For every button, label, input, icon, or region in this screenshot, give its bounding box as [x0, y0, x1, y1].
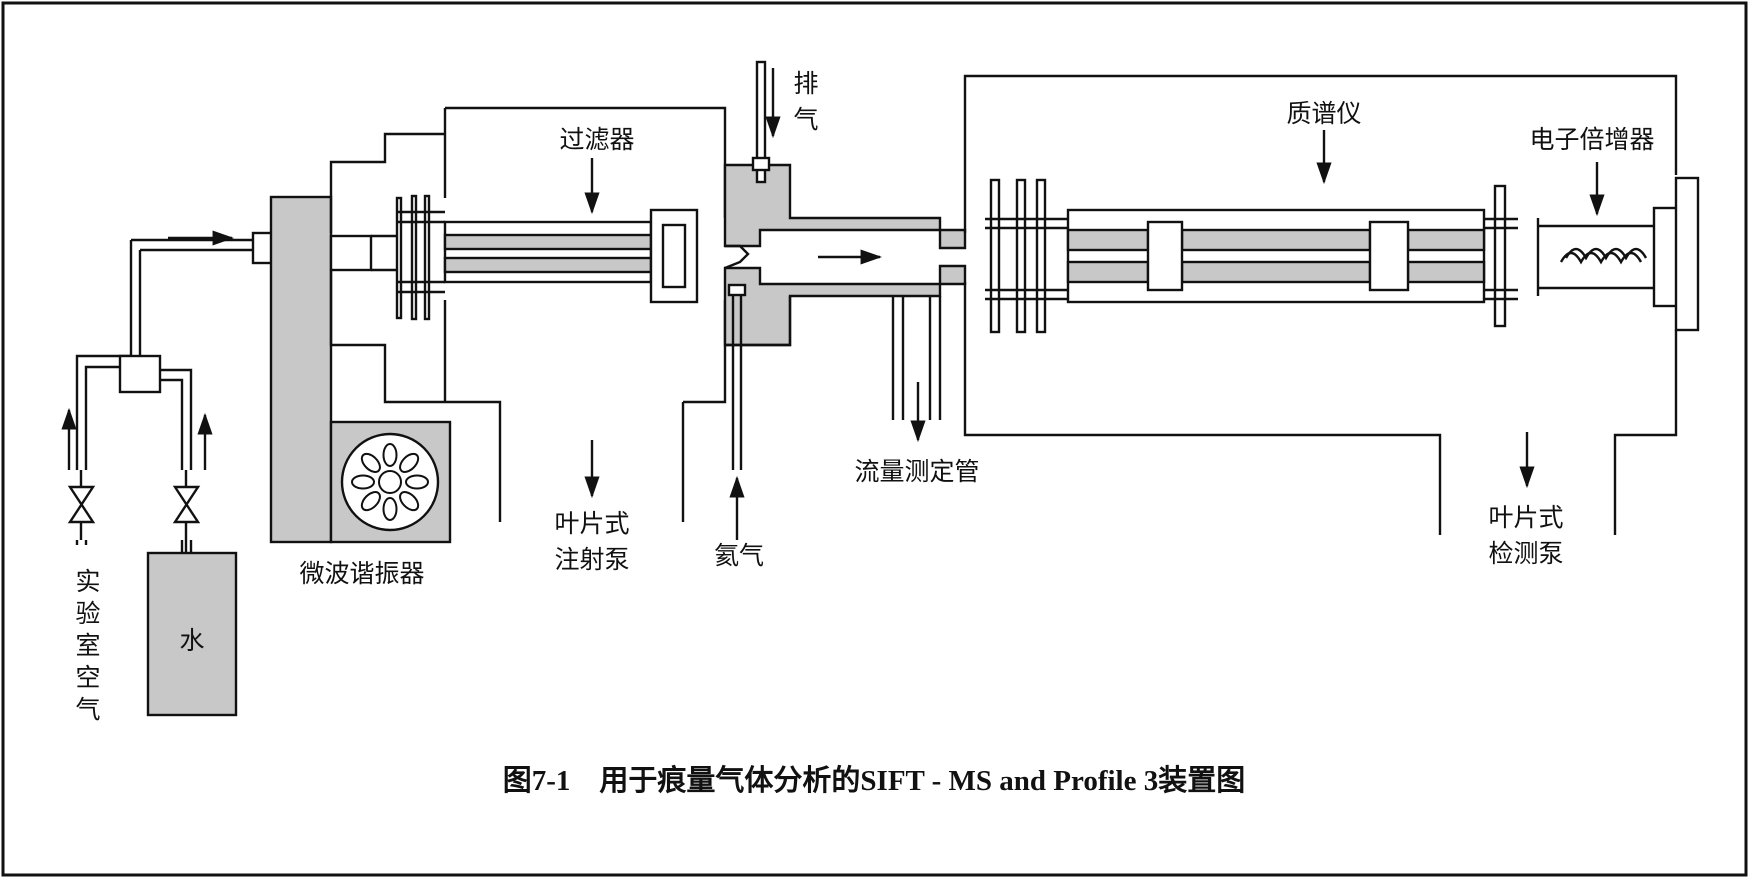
- figure-caption: 图7-1 用于痕量气体分析的SIFT - MS and Profile 3装置图: [503, 763, 1245, 797]
- mass-spectrometer-quadrupole: [1066, 184, 1518, 328]
- filter-label: 过滤器: [559, 125, 634, 154]
- detection-chamber: [963, 74, 1678, 535]
- water-tank: [146, 551, 238, 717]
- discharge-nozzle: [329, 234, 373, 272]
- ion-lens-plates-left: [395, 194, 445, 321]
- t-junction: [118, 354, 162, 394]
- resonator-lobe: [351, 474, 375, 490]
- resonator-lobe: [382, 443, 398, 467]
- ion-lens-plates-right: [985, 178, 1068, 334]
- microwave-resonator-label: 微波谐振器: [299, 559, 424, 588]
- resonator-lobe: [405, 474, 429, 490]
- reaction-flow-tube: [723, 163, 967, 347]
- lab-air-char-3: 室: [75, 631, 100, 660]
- flow-tube-label: 流量测定管: [854, 457, 979, 486]
- exhaust-label-1: 排: [793, 69, 818, 98]
- mass-spec-label: 质谱仪: [1286, 99, 1361, 128]
- detection-pump-label-2: 检测泵: [1488, 539, 1563, 568]
- lab-air-char-4: 空: [75, 663, 100, 692]
- helium-label: 氦气: [714, 541, 764, 570]
- filter-quadrupole: [443, 208, 699, 304]
- lab-air-char-5: 气: [75, 695, 100, 724]
- detection-pump-label-1: 叶片式: [1488, 503, 1563, 532]
- lab-air-label: 实 验 室 空 气: [75, 567, 100, 724]
- inlet-piping: [75, 238, 253, 552]
- resonator-lobe: [360, 491, 381, 512]
- flow-measurement-tube: [891, 296, 942, 420]
- electron-multiplier: [1536, 176, 1700, 332]
- helium-inlet: [727, 283, 747, 470]
- resonator-lobe: [360, 452, 381, 473]
- injection-pump-label-2: 注射泵: [554, 545, 629, 574]
- lab-air-char-2: 验: [75, 599, 100, 628]
- water-label: 水: [179, 626, 204, 655]
- resonator-lobe: [382, 497, 398, 521]
- valve-water: [172, 470, 201, 552]
- resonator-lobe: [399, 452, 420, 473]
- exhaust-pipe: [751, 60, 771, 184]
- injection-pump-label-1: 叶片式: [554, 509, 629, 538]
- valve-air: [67, 470, 96, 540]
- electron-multiplier-label: 电子倍增器: [1529, 125, 1654, 154]
- microwave-resonator-body: [269, 195, 333, 544]
- exhaust-label-2: 气: [793, 105, 818, 134]
- resonator-lobe: [399, 491, 420, 512]
- lab-air-char-1: 实: [75, 567, 100, 596]
- microwave-generator-icon: [340, 432, 440, 532]
